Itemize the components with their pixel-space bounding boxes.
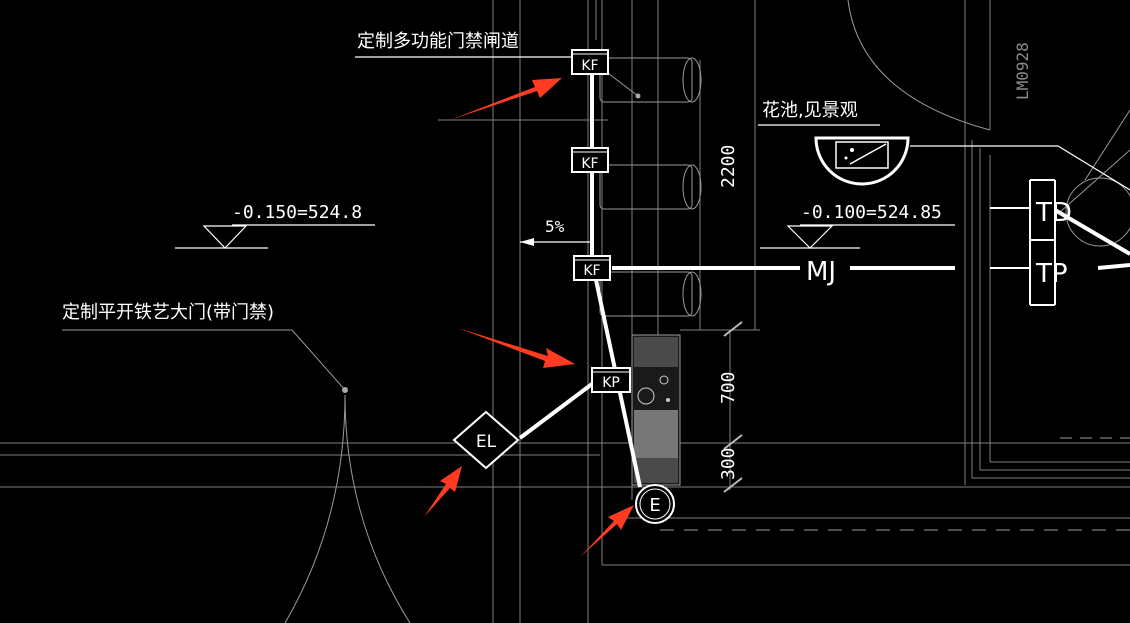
red-arrow-4 [580,505,634,557]
gate-swing-curve [284,394,411,623]
dimension-300: 300 [718,447,739,480]
tp-label: TP [1035,259,1068,289]
ref-code: LM0928 [1013,42,1032,100]
elevation-left: -0.150=524.8 [232,202,362,223]
planter-line [910,145,1130,191]
mj-label: MJ [806,257,836,287]
gate-label: 定制多功能门禁闸道 [357,31,519,52]
svg-text:EL: EL [476,432,497,452]
red-arrow-3 [424,466,462,517]
leader-dot [342,387,348,393]
svg-text:E: E [649,495,660,516]
slope-label: 5% [545,217,565,236]
iron-gate-leader [62,329,346,391]
iron-gate-label: 定制平开铁艺大门(带门禁) [62,302,274,323]
td-label: TD [1035,198,1072,228]
device-kp: KP [591,367,631,393]
dimension-2200: 2200 [718,145,739,188]
red-arrow-1 [450,78,562,120]
planter-symbol [814,136,910,186]
red-arrow-2 [458,328,575,368]
hatched-pillar [631,334,681,486]
arc-outline [847,0,991,131]
diagonal-line [1059,149,1130,213]
device-el: EL [452,410,520,470]
svg-text:KF: KF [581,58,598,74]
device-kf-1: KF [571,49,609,75]
diagonal-line-2 [1084,109,1130,181]
elevation-right: -0.100=524.85 [801,202,942,223]
svg-text:KP: KP [602,375,620,391]
slope-arrow-head [520,238,534,246]
svg-text:KF: KF [583,263,600,279]
planter-label: 花池,见景观 [762,100,858,121]
bollard-cylinders [599,57,702,317]
td-tp-boxes [990,179,1056,306]
dimension-700: 700 [718,371,739,404]
device-e: E [635,484,675,524]
dimension-ticks [723,321,743,493]
elev-right-marker [786,225,834,249]
device-kf-3: KF [573,255,611,281]
svg-text:KF: KF [581,156,598,172]
device-kf-2: KF [571,147,609,173]
elev-left-marker [202,225,248,249]
circle-outline [1065,177,1130,247]
